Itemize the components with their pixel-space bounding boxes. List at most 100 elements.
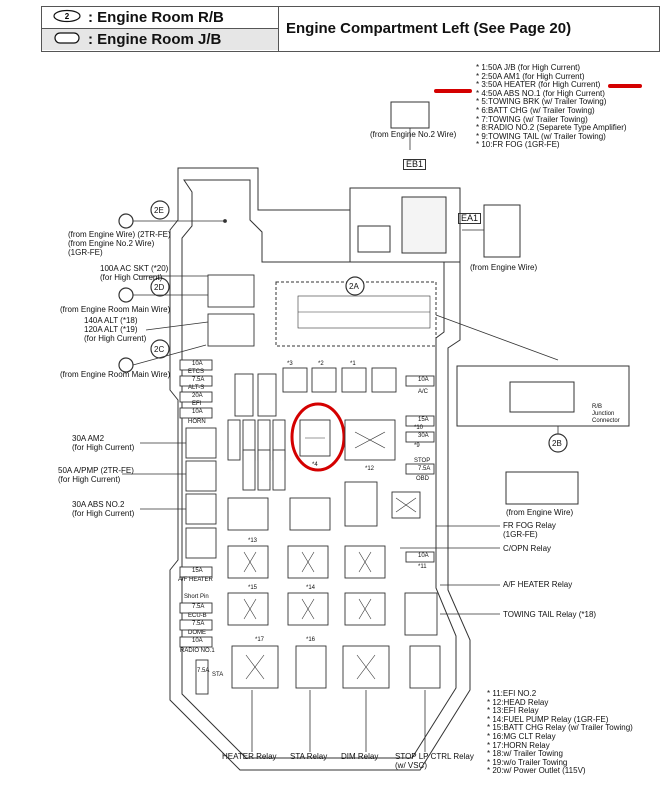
- c2b-label: 2B: [552, 439, 562, 448]
- n13-label: *13: [248, 538, 258, 544]
- dim-relay-label: DIM Relay: [341, 752, 379, 761]
- legend-item: * 9:TOWING TAIL (w/ Trailer Towing): [476, 131, 606, 141]
- stop-label: STOP: [414, 458, 431, 464]
- legend-top: * 1:50A J/B (for High Current) * 2:50A A…: [476, 63, 627, 150]
- header-rb-row: 2 : Engine Room R/B: [42, 7, 278, 29]
- c2b-connector: [505, 471, 579, 505]
- fuse-horn-name: HORN: [188, 419, 206, 425]
- rb-symbol-text: 2: [65, 12, 70, 21]
- legend-bottom: * 11:EFI NO.2 * 12:HEAD Relay * 13:EFI R…: [487, 689, 633, 776]
- legend-item: * 3:50A HEATER (for High Current): [476, 80, 601, 90]
- eng-wire2-label: (from Engine Wire): [506, 508, 574, 517]
- heater-relay-label: HEATER Relay: [222, 752, 277, 761]
- header-row1: : Engine Room R/B: [88, 9, 224, 26]
- sta-relay-label: STA Relay: [290, 752, 328, 761]
- n3-label: *3: [287, 361, 293, 367]
- fuse-efi-name: EFI: [192, 401, 202, 407]
- stoplp-relay-label: STOP LP CTRL Relay (w/ VSC): [395, 752, 474, 770]
- legend-item: * 6:BATT CHG (w/ Trailer Towing): [476, 105, 595, 115]
- c2a-grid: [297, 295, 431, 329]
- short-pin-label: Short Pin: [184, 594, 209, 600]
- af-fuse: 15A: [192, 568, 203, 574]
- rb-conn-inner: [509, 381, 575, 413]
- header-divider: [278, 7, 279, 51]
- n12-label: *12: [365, 466, 375, 472]
- eng2-label: (from Engine No.2 Wire): [370, 130, 457, 139]
- fuse-alt: [207, 313, 255, 347]
- dome-fuse: 7.5A: [192, 621, 205, 627]
- top-block: [349, 187, 461, 263]
- n17-label: *17: [255, 637, 265, 643]
- alt-label: 140A ALT (*18) 120A ALT (*19) (for High …: [84, 316, 147, 343]
- ecub-label: ECU-B: [188, 613, 207, 619]
- c2a-label: 2A: [349, 282, 359, 291]
- eng-wire-label: (from Engine Wire): [470, 263, 538, 272]
- radio-fuse: 10A: [192, 638, 203, 644]
- fuse-empty: [185, 527, 217, 559]
- header-jb-row: : Engine Room J/B: [42, 29, 278, 50]
- fuse-acskt: [207, 274, 255, 308]
- fuse-15a: 15A: [418, 417, 429, 423]
- c2d-text: (from Engine Room Main Wire): [60, 305, 171, 314]
- legend-item: * 18:w/ Trailer Towing: [487, 749, 563, 759]
- c2c-text: (from Engine Room Main Wire): [60, 370, 171, 379]
- c2d-bubble: [150, 277, 170, 297]
- n14-label: *14: [306, 585, 316, 591]
- fuse11: 10A: [418, 553, 429, 559]
- c2e-label: 2E: [154, 206, 164, 215]
- eb1-connector: [401, 196, 447, 254]
- fuse-30a: 30A: [418, 433, 429, 439]
- rb-jc-label: R/B Junction Connector: [592, 404, 620, 424]
- ea1-label: EA1: [458, 213, 482, 224]
- c2a-bubble: [345, 276, 365, 296]
- ecub-fuse: 7.5A: [192, 604, 205, 610]
- relay-copn: [344, 545, 386, 579]
- rb-junction-connector: [456, 365, 630, 427]
- n1-label: *1: [350, 361, 356, 367]
- copn-label: C/OPN Relay: [503, 544, 552, 553]
- fuse-n1: [341, 367, 367, 393]
- apmp-label: 50A A/PMP (2TR-FE) (for High Current): [58, 466, 134, 484]
- eb1-label: EB1: [403, 159, 427, 170]
- n4-label: *4: [312, 462, 318, 468]
- radio1-label: RADIO NO.1: [180, 648, 215, 654]
- n11-label: *11: [418, 564, 427, 570]
- c2c-label: 2C: [154, 345, 165, 354]
- fuse-efi: 20A: [192, 393, 203, 399]
- relay-towtail: [404, 592, 438, 636]
- legend-item: * 17:HORN Relay: [487, 740, 550, 750]
- abs2-label: 30A ABS NO.2 (for High Current): [72, 500, 135, 518]
- frfog-label: FR FOG Relay (1GR-FE): [503, 521, 556, 539]
- c2e-bubble: [150, 200, 170, 220]
- small-conn: [357, 225, 391, 253]
- relay-a: [227, 497, 269, 531]
- legend-item: * 7:TOWING (w/ Trailer Towing): [476, 114, 588, 124]
- n16-label: *16: [306, 637, 316, 643]
- legend-item: * 8:RADIO NO.2 (Separete Type Amplifier): [476, 123, 627, 133]
- relay-stoplp: [409, 645, 441, 689]
- header: 2 : Engine Room R/B : Engine Room J/B En…: [41, 6, 660, 52]
- legend-item: * 13:EFI Relay: [487, 706, 539, 716]
- n10-label: *10: [414, 425, 424, 431]
- rb-symbol-icon: 2: [52, 8, 82, 29]
- fuse-n1b: [371, 367, 397, 393]
- dome-label: DOME: [188, 630, 206, 636]
- relay-n13: [227, 545, 269, 579]
- jb-symbol-icon: [52, 30, 82, 51]
- fuse-horn: 10A: [192, 409, 203, 415]
- fuse-alts-name: ALT-S: [188, 385, 205, 391]
- fuse-am2: [185, 427, 217, 459]
- legend-item: * 15:BATT CHG Relay (w/ Trailer Towing): [487, 723, 633, 733]
- ea1-connector: [483, 204, 521, 258]
- legend-item: * 1:50A J/B (for High Current): [476, 63, 581, 72]
- c2e-text: (from Engine Wire) (2TR-FE) (from Engine…: [68, 230, 171, 257]
- highlight-circle: [290, 402, 346, 472]
- legend-item: * 14:FUEL PUMP Relay (1GR-FE): [487, 714, 609, 724]
- sta-fuse: 7.5A: [197, 668, 210, 674]
- towtail-label: TOWING TAIL Relay (*18): [503, 610, 597, 619]
- relay-b: [289, 497, 331, 531]
- header-title: Engine Compartment Left (See Page 20): [286, 20, 572, 37]
- relay-sta: [295, 645, 327, 689]
- eng2-connector: [390, 101, 430, 129]
